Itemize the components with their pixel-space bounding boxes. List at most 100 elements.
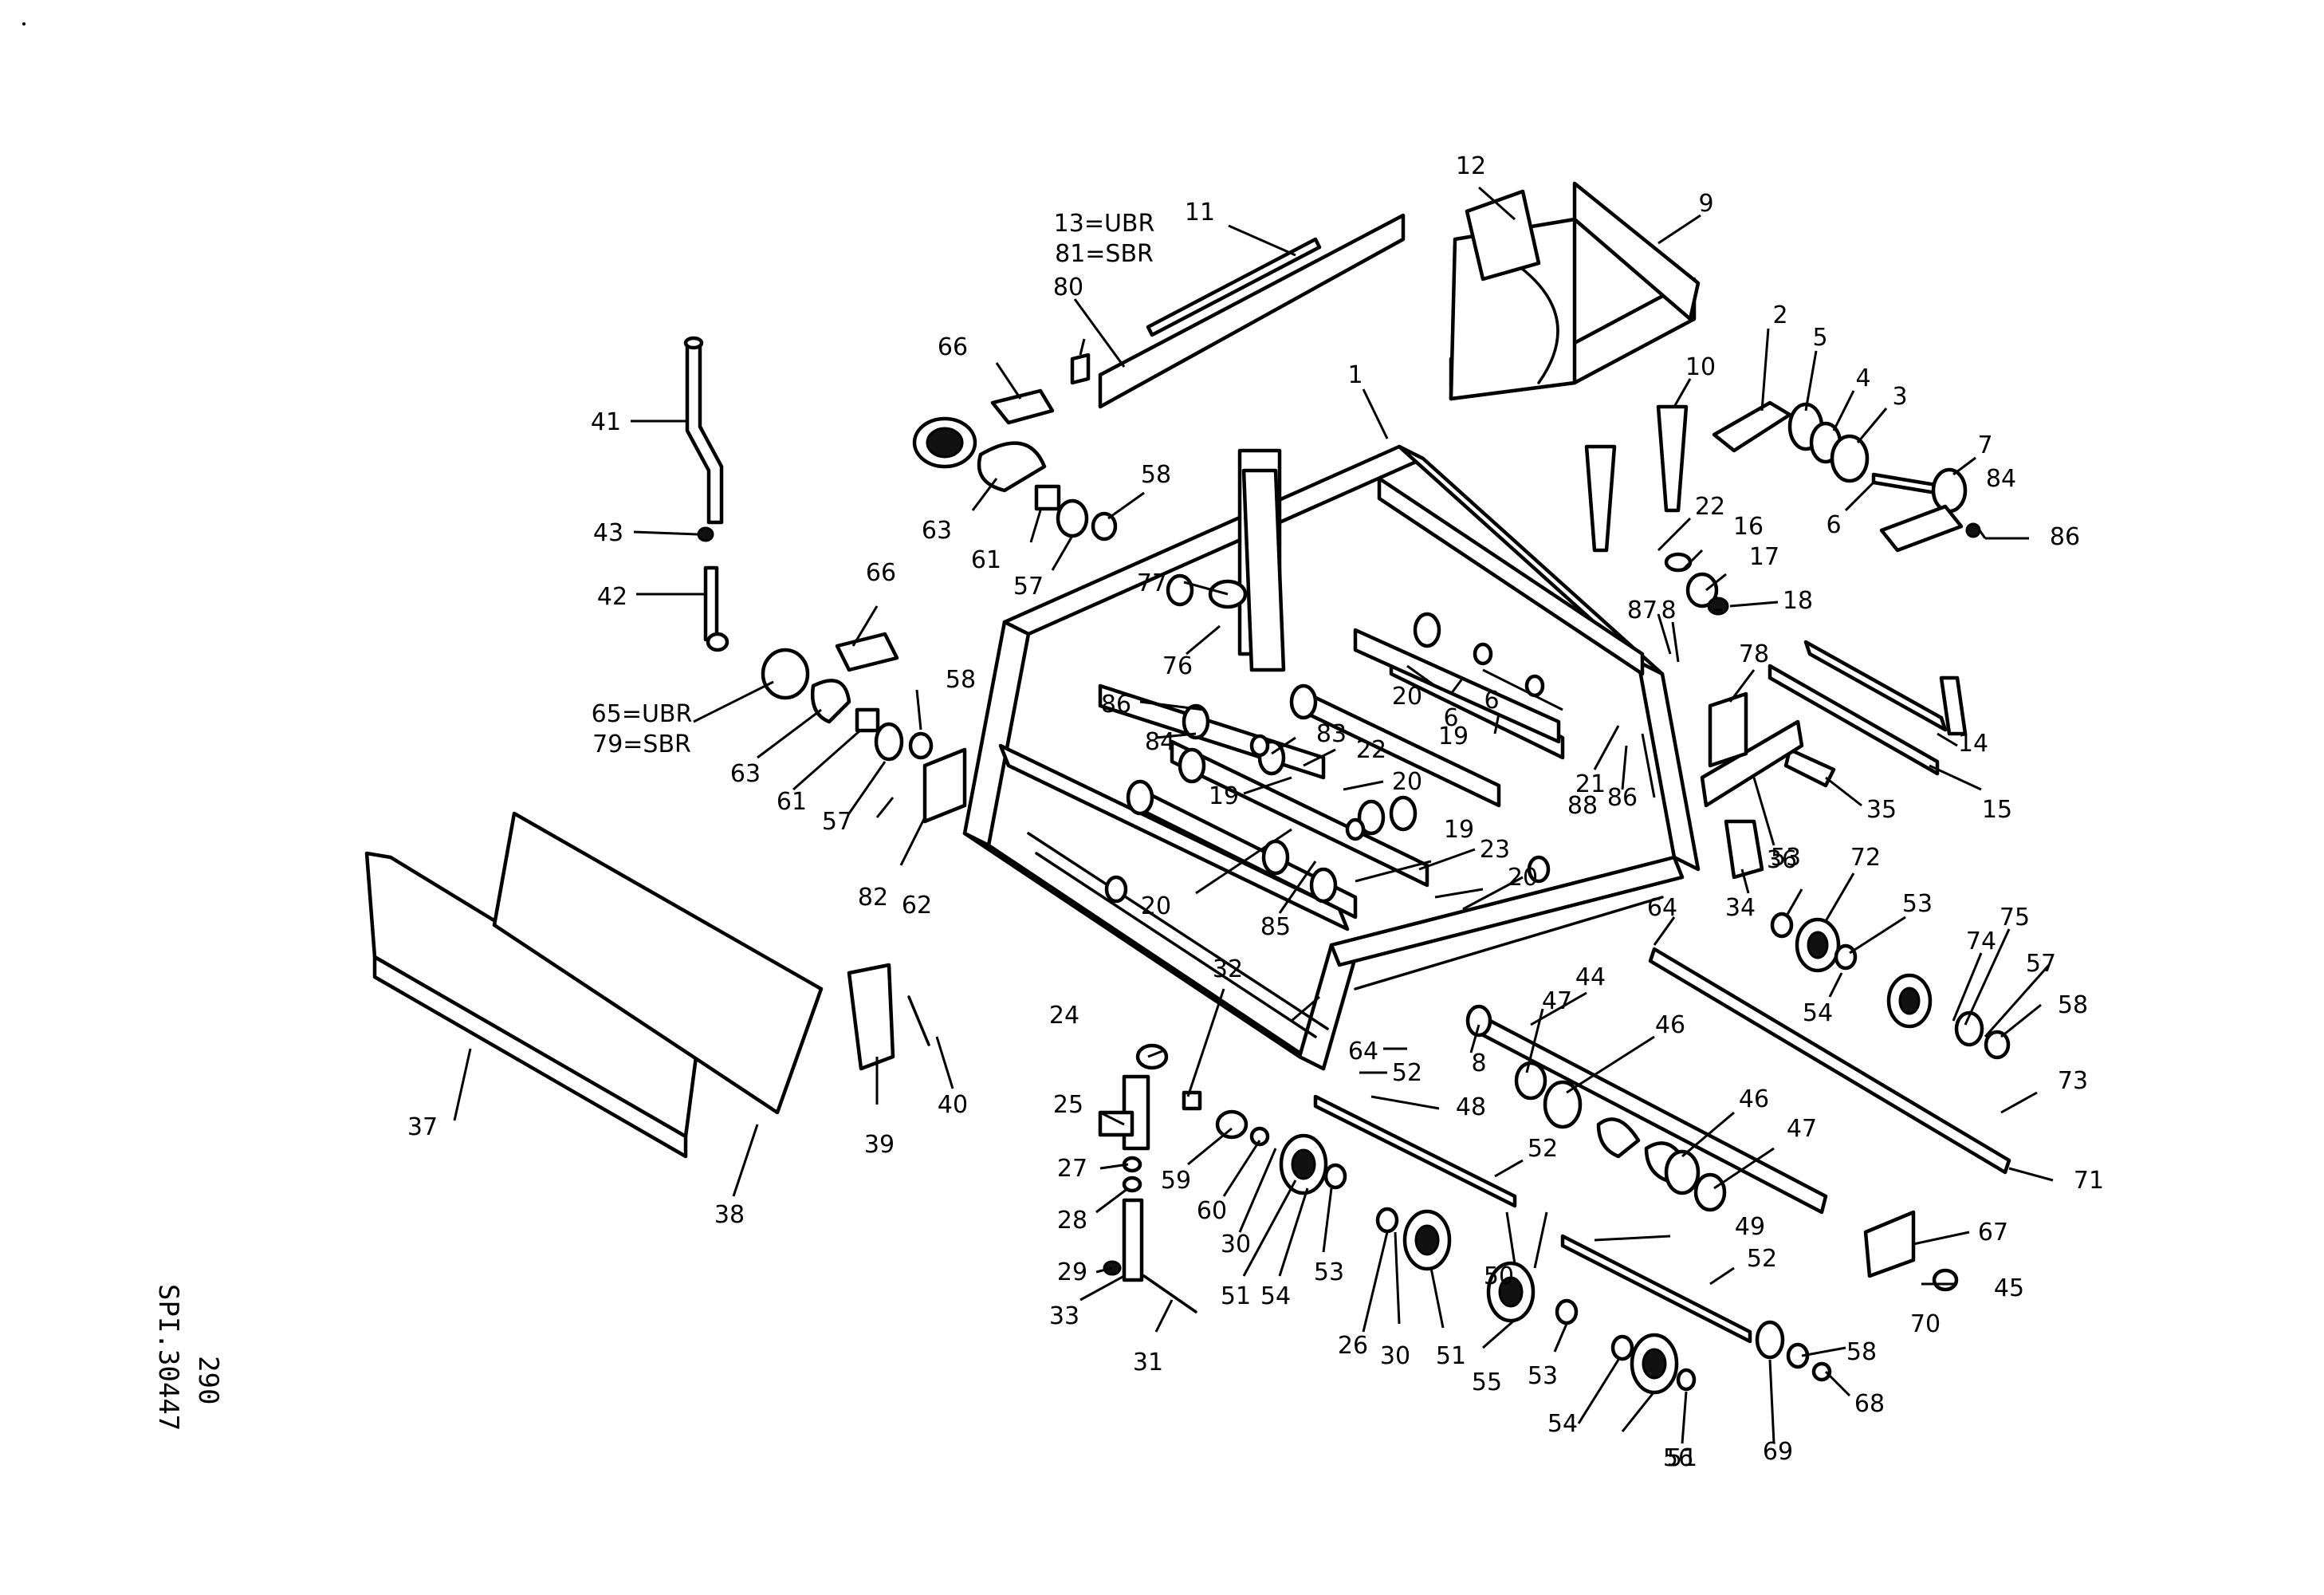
main-frame <box>962 444 1701 1071</box>
callout-21: 21 <box>1575 770 1606 798</box>
callout-39: 39 <box>864 1131 895 1159</box>
callout-87: 87 <box>1627 597 1657 624</box>
callout-75: 75 <box>2000 904 2030 931</box>
callout-36: 36 <box>1767 846 1797 874</box>
callout-45: 45 <box>1994 1274 2024 1302</box>
callout-58: 58 <box>2058 991 2088 1019</box>
callout-19: 19 <box>1444 816 1474 844</box>
callout-51: 51 <box>1436 1342 1466 1370</box>
callout-63: 63 <box>922 517 952 545</box>
callout-16: 16 <box>1733 513 1764 541</box>
callout-80: 80 <box>1053 274 1083 301</box>
callout-57: 57 <box>2026 950 2056 978</box>
callout-15: 15 <box>1982 796 2012 824</box>
callout-77: 77 <box>1137 569 1167 597</box>
variant-note-65-79: 65=UBR 79=SBR <box>592 700 693 758</box>
callout-24: 24 <box>1049 1002 1079 1030</box>
callout-19: 19 <box>1209 782 1239 810</box>
callout-1: 1 <box>1347 361 1363 389</box>
side-plates <box>1449 181 1701 553</box>
callout-86: 86 <box>2050 523 2080 551</box>
callout-30: 30 <box>1221 1231 1251 1258</box>
callout-53: 53 <box>1314 1258 1344 1286</box>
callout-58: 58 <box>1141 461 1171 489</box>
callout-20: 20 <box>1392 768 1422 796</box>
callout-35: 35 <box>1866 796 1897 824</box>
callout-8: 8 <box>1661 597 1676 624</box>
callout-26: 26 <box>1338 1332 1368 1360</box>
pulleys <box>1279 912 2011 1395</box>
callout-4: 4 <box>1855 364 1870 392</box>
callout-20: 20 <box>1141 892 1171 920</box>
leader-lines <box>453 186 2054 1444</box>
lever-parts <box>683 336 729 652</box>
callout-82: 82 <box>858 884 888 912</box>
callout-88: 88 <box>1567 792 1598 820</box>
callout-3: 3 <box>1892 383 1907 411</box>
callout-43: 43 <box>593 519 623 547</box>
callout-6: 6 <box>1484 687 1499 715</box>
lower-shafts <box>1313 947 2011 1344</box>
callout-14: 14 <box>1958 730 1988 758</box>
callout-31: 31 <box>1133 1349 1163 1376</box>
callout-2: 2 <box>1772 301 1787 329</box>
variant-note-line: 65=UBR <box>592 700 693 728</box>
callout-63: 63 <box>730 760 761 788</box>
callout-9: 9 <box>1698 190 1713 218</box>
variant-note-line: 13=UBR <box>1054 210 1155 238</box>
variant-note-line: 81=SBR <box>1055 240 1154 268</box>
callout-83: 83 <box>1316 720 1347 748</box>
callout-84: 84 <box>1986 465 2016 493</box>
callout-50: 50 <box>1484 1262 1514 1290</box>
callout-54: 54 <box>1547 1410 1578 1438</box>
callout-57: 57 <box>822 808 852 836</box>
variant-note-13-81: 13=UBR 81=SBR <box>1054 210 1155 268</box>
callout-71: 71 <box>2074 1167 2104 1195</box>
callout-61: 61 <box>971 546 1001 574</box>
callout-53: 53 <box>1902 890 1933 918</box>
callout-23: 23 <box>1480 836 1510 864</box>
lower-bearing-group <box>761 632 967 824</box>
callout-22: 22 <box>1695 493 1725 521</box>
callout-48: 48 <box>1456 1093 1486 1121</box>
callout-18: 18 <box>1783 587 1813 615</box>
callout-11: 11 <box>1185 199 1215 226</box>
callout-76: 76 <box>1162 652 1193 680</box>
callout-86: 86 <box>1607 784 1638 812</box>
callout-67: 67 <box>1978 1219 2008 1246</box>
callout-59: 59 <box>1161 1167 1191 1195</box>
callout-8: 8 <box>1471 1050 1486 1077</box>
callout-69: 69 <box>1763 1438 1793 1466</box>
callout-33: 33 <box>1049 1302 1079 1330</box>
upper-strips <box>1070 213 1406 409</box>
callout-6: 6 <box>1826 511 1841 539</box>
callout-52: 52 <box>1747 1245 1777 1273</box>
callout-22: 22 <box>1356 736 1386 764</box>
callout-28: 28 <box>1057 1207 1087 1235</box>
callout-73: 73 <box>2058 1067 2088 1095</box>
callout-55: 55 <box>1472 1369 1502 1396</box>
callout-5: 5 <box>1812 324 1827 352</box>
callout-37: 37 <box>407 1113 438 1141</box>
callout-17: 17 <box>1749 543 1779 571</box>
callout-42: 42 <box>597 583 627 611</box>
callout-49: 49 <box>1735 1213 1765 1241</box>
callout-84: 84 <box>1145 728 1175 756</box>
callout-85: 85 <box>1260 913 1291 941</box>
callout-7: 7 <box>1977 431 1992 459</box>
frame-rollers <box>1098 573 1565 920</box>
callout-52: 52 <box>1392 1059 1422 1087</box>
callout-58: 58 <box>946 666 976 694</box>
side-panels <box>364 811 930 1159</box>
callout-41: 41 <box>591 408 621 436</box>
callout-12: 12 <box>1456 152 1486 180</box>
callout-47: 47 <box>1787 1115 1817 1143</box>
callout-10: 10 <box>1685 353 1716 381</box>
variant-note-line: 79=SBR <box>592 731 691 758</box>
callout-78: 78 <box>1739 640 1769 668</box>
callout-34: 34 <box>1725 894 1756 922</box>
callout-51: 51 <box>1667 1444 1697 1472</box>
callout-57: 57 <box>1013 573 1044 601</box>
callout-66: 66 <box>866 559 896 587</box>
